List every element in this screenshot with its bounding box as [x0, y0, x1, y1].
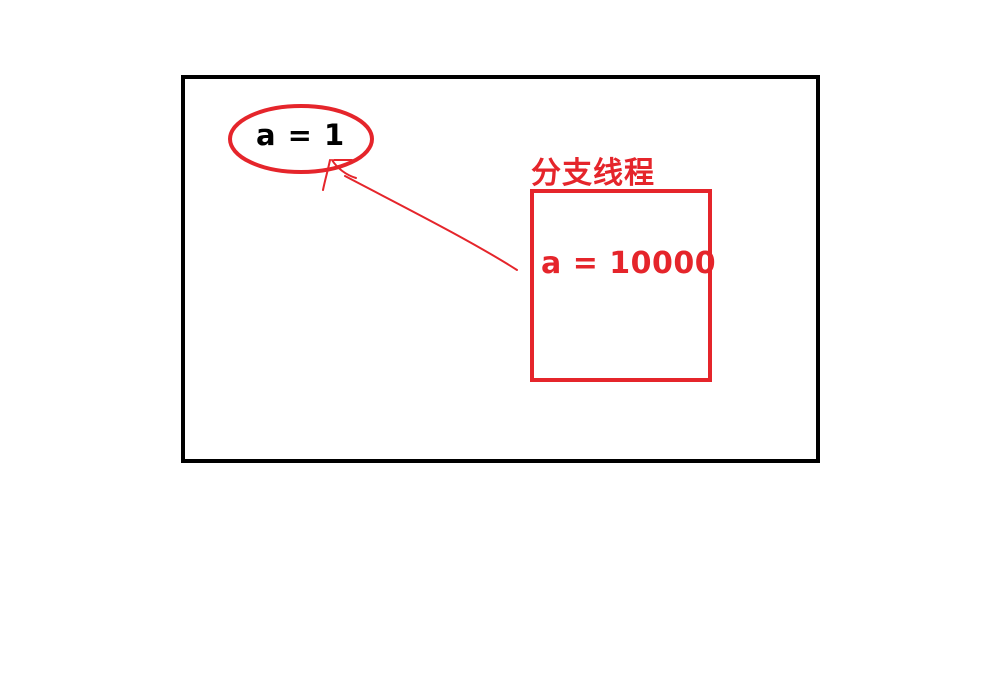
main-variable-label: a = 1 [256, 118, 346, 152]
branch-thread-box [530, 189, 712, 382]
branch-thread-title: 分支线程 [531, 156, 655, 191]
highlight-ellipse [228, 104, 374, 174]
branch-thread-variable-label: a = 10000 [541, 246, 717, 281]
arrow-to-main-variable [322, 159, 518, 271]
process-box [181, 75, 820, 463]
